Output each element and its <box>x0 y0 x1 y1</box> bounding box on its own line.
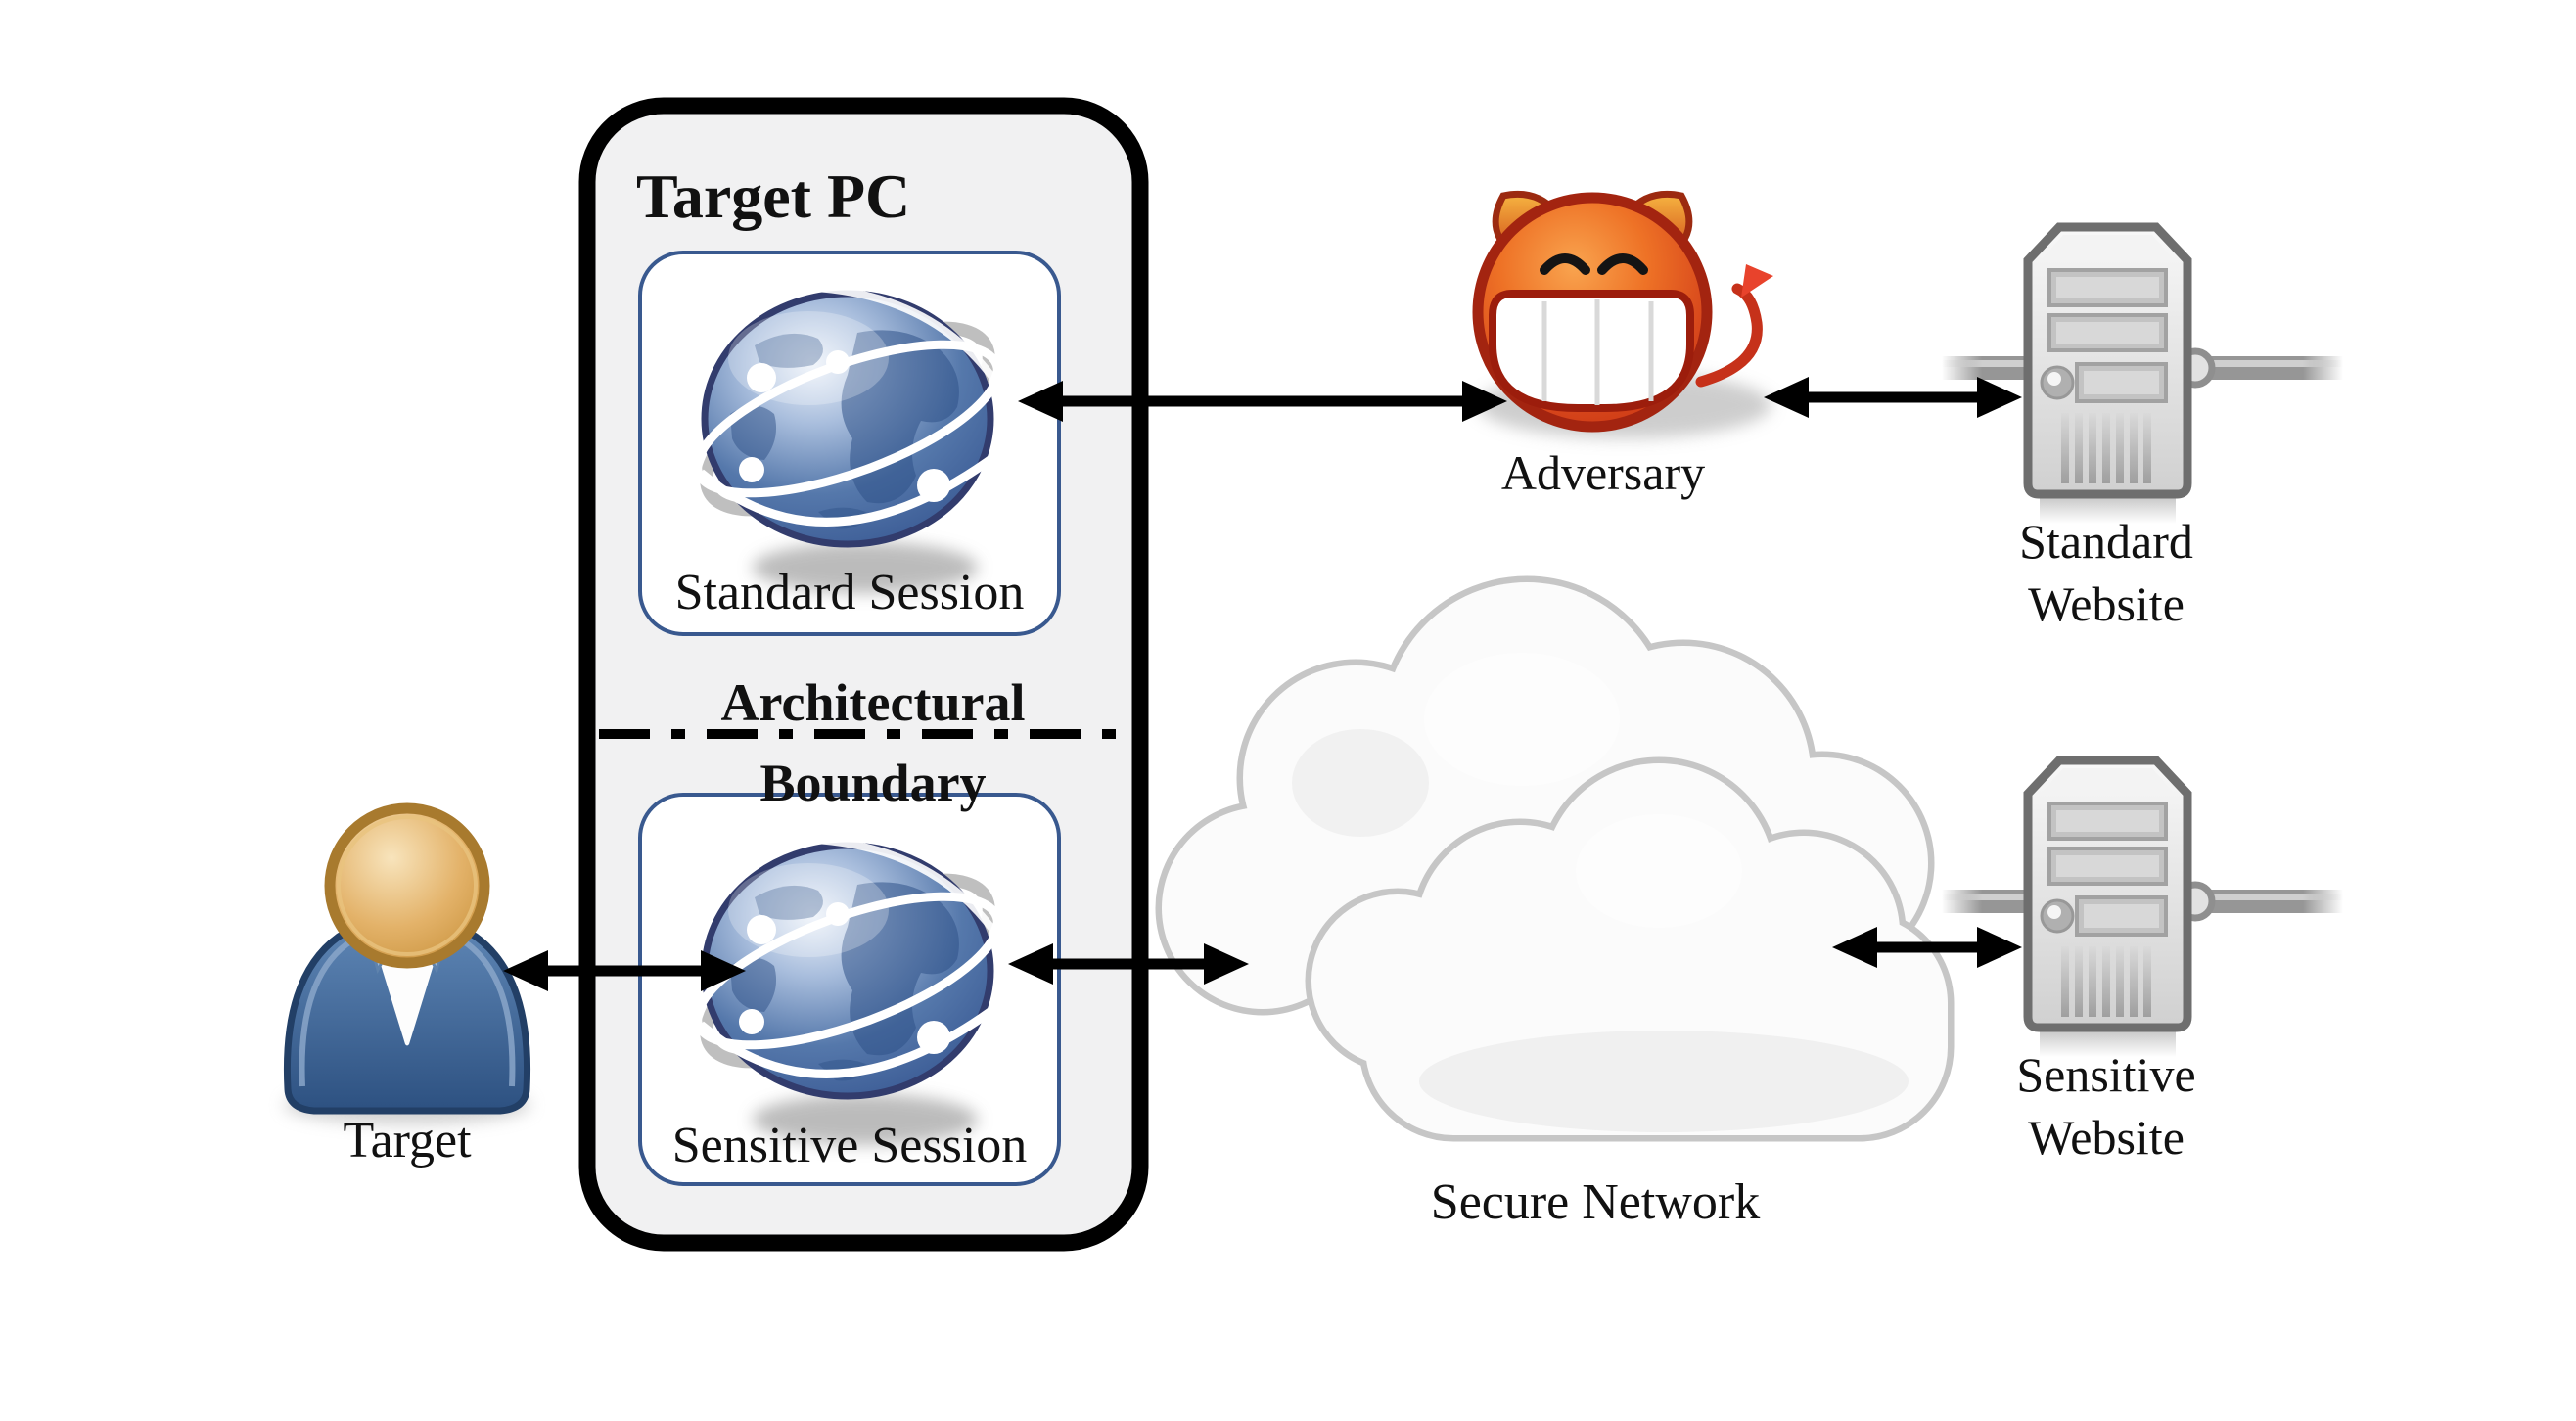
sensitive-website-label-line2: Website <box>2028 1110 2185 1165</box>
adversary-label: Adversary <box>1501 445 1705 500</box>
arrow-adversary-standard-website <box>1764 377 2022 418</box>
sensitive-website: Sensitive Website <box>1942 760 2343 1165</box>
arrow-secure-network-sensitive-website <box>1832 927 2022 968</box>
sensitive-server-icon <box>1942 760 2343 1057</box>
arrow-target-sensitive-session <box>503 950 746 991</box>
target-pc-box: Target PC Architectural Boundary Standar… <box>578 97 1149 1252</box>
devil-tail-arrow <box>1741 264 1773 298</box>
devil-smiley-icon <box>1472 190 1773 433</box>
cloud-icon <box>1155 575 1955 1142</box>
arrow-standard-session-adversary <box>1018 381 1507 422</box>
devil-eye-left <box>1540 253 1590 275</box>
arrow-sensitive-session-secure-network <box>1008 943 1249 985</box>
secure-network: Secure Network <box>1155 575 1955 1230</box>
devil-grin <box>1489 290 1694 412</box>
sensitive-website-label-line1: Sensitive <box>2016 1047 2195 1102</box>
target-pc-title: Target PC <box>636 161 910 231</box>
architectural-boundary: Architectural Boundary <box>599 673 1133 812</box>
boundary-label-line2: Boundary <box>759 754 986 812</box>
person-icon <box>283 802 531 1124</box>
target-user: Target <box>283 802 531 1169</box>
standard-website: Standard Website <box>1942 227 2343 631</box>
standard-website-label-line2: Website <box>2028 576 2185 631</box>
secure-network-label: Secure Network <box>1431 1174 1760 1230</box>
standard-server-icon <box>1942 227 2343 524</box>
standard-website-label-line1: Standard <box>2019 514 2193 569</box>
adversary: Adversary <box>1472 190 1773 500</box>
person-head <box>324 802 490 969</box>
standard-session-label: Standard Session <box>675 565 1025 620</box>
devil-tail <box>1695 283 1763 388</box>
sensitive-session-label: Sensitive Session <box>672 1118 1028 1173</box>
boundary-label-line1: Architectural <box>721 673 1026 732</box>
connections <box>503 377 2022 991</box>
devil-eye-right <box>1597 253 1648 275</box>
target-user-label: Target <box>343 1113 472 1169</box>
